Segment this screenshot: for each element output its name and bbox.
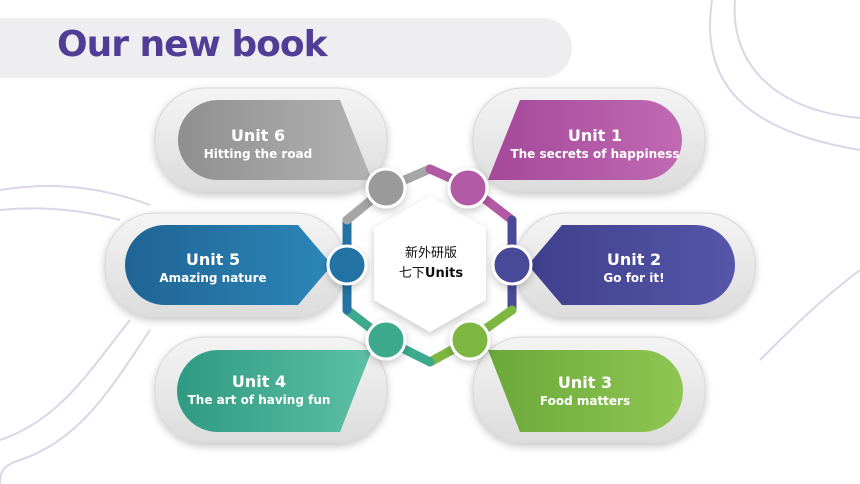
page-title: Our new book [57, 24, 328, 65]
unit4-subtitle: The art of having fun [187, 393, 331, 407]
unit6-node [365, 167, 407, 209]
unit6-card [154, 87, 388, 193]
unit4-label: Unit 4 The art of having fun [180, 372, 338, 408]
unit2-title: Unit 2 [606, 250, 662, 269]
unit3-subtitle: Food matters [539, 394, 631, 408]
center-hexagon [374, 196, 486, 332]
title-bar [0, 18, 572, 78]
unit1-node [447, 167, 489, 209]
unit3-title: Unit 3 [557, 373, 613, 392]
unit2-subtitle: Go for it! [603, 271, 665, 285]
unit5-title: Unit 5 [185, 250, 241, 269]
unit2-label: Unit 2 Go for it! [574, 250, 694, 286]
center-line2-prefix: 七下 [398, 266, 425, 281]
unit6-title: Unit 6 [230, 126, 286, 145]
unit4-node [365, 319, 407, 361]
unit6-subtitle: Hitting the road [203, 147, 313, 161]
unit2-card [514, 212, 756, 318]
unit3-node [449, 319, 491, 361]
unit1-card [472, 87, 706, 193]
center-label: 新外研版 七下Units [378, 244, 484, 284]
unit4-title: Unit 4 [231, 372, 287, 391]
unit1-subtitle: The secrets of happiness [510, 147, 680, 161]
center-line2-bold: Units [424, 266, 464, 281]
unit1-label: Unit 1 The secrets of happiness [505, 126, 685, 162]
unit5-label: Unit 5 Amazing nature [150, 250, 276, 286]
unit3-label: Unit 3 Food matters [525, 373, 645, 409]
unit3-card [472, 336, 706, 444]
center-line1: 新外研版 [404, 246, 457, 261]
unit5-node [326, 244, 368, 286]
unit6-label: Unit 6 Hitting the road [188, 126, 328, 162]
unit2-node [491, 244, 533, 286]
unit5-subtitle: Amazing nature [159, 271, 267, 285]
center-line2: 七下Units [378, 264, 484, 284]
unit4-card [154, 336, 388, 444]
unit1-title: Unit 1 [567, 126, 623, 145]
